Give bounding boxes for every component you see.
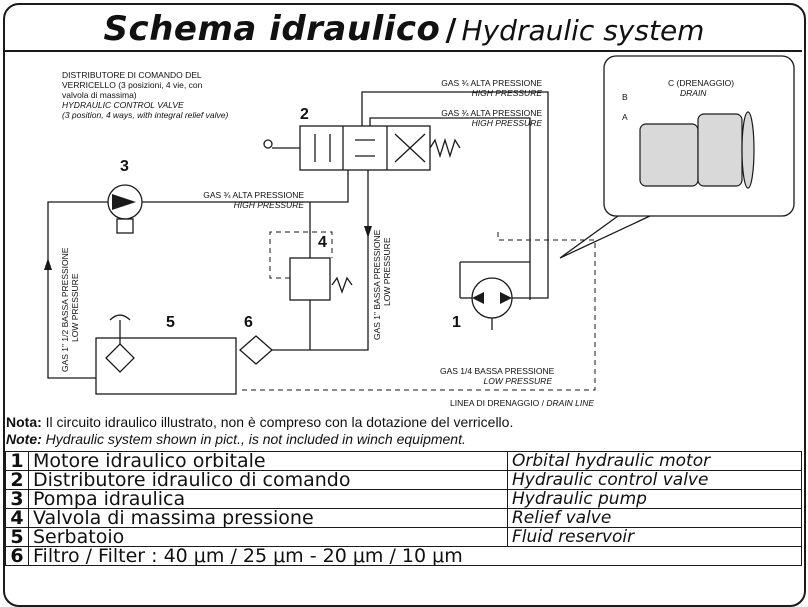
component-number-6: 6 xyxy=(244,314,253,331)
page-title: Schema idraulico / Hydraulic system xyxy=(0,12,808,46)
component-number-5: 5 xyxy=(166,314,175,331)
title-divider xyxy=(5,50,802,52)
legend-row: 3 Pompa idraulica Hydraulic pump xyxy=(5,489,802,509)
relief-valve-symbol xyxy=(289,257,331,301)
component-number-3: 3 xyxy=(120,158,129,175)
hydraulic-diagram xyxy=(44,55,795,395)
port-b-label: B xyxy=(622,92,628,102)
title-english: Hydraulic system xyxy=(461,14,705,47)
valve-caption: DISTRIBUTORE DI COMANDO DEL VERRICELLO (… xyxy=(62,70,229,120)
pump-line-label: GAS ¾ ALTA PRESSIONE HIGH PRESSURE xyxy=(203,190,304,210)
port-c-label: C (DRENAGGIO) DRAIN xyxy=(668,78,735,98)
reservoir-symbol xyxy=(95,337,237,395)
title-separator: / xyxy=(445,13,457,48)
component-number-4: 4 xyxy=(318,234,327,251)
drain-line-label: LINEA DI DRENAGGIO / DRAIN LINE xyxy=(450,398,595,408)
legend-row: 2 Distributore idraulico di comando Hydr… xyxy=(5,470,802,490)
title-italian: Schema idraulico xyxy=(103,9,441,49)
port-a-label: A xyxy=(622,112,628,122)
legend-row: 5 Serbatoio Fluid reservoir xyxy=(5,527,802,547)
legend-row: 4 Valvola di massima pressione Relief va… xyxy=(5,508,802,528)
suction-line-label: GAS 1" 1/2 BASSA PRESSIONE LOW PRESSURE xyxy=(60,247,80,372)
legend-row: 1 Motore idraulico orbitale Orbital hydr… xyxy=(5,451,802,471)
filter-symbol xyxy=(239,335,273,365)
line-b-label: GAS ¾ ALTA PRESSIONE HIGH PRESSURE xyxy=(441,108,542,128)
component-number-1: 1 xyxy=(452,314,461,331)
return-line-label: GAS 1" BASSA PRESSIONE LOW PRESSURE xyxy=(372,229,392,340)
legend-row: 6 Filtro / Filter : 40 μm / 25 μm - 20 μ… xyxy=(5,546,802,566)
component-number-2: 2 xyxy=(300,106,309,123)
note-english: Note: Hydraulic system shown in pict., i… xyxy=(6,431,466,447)
legend-table: 1 Motore idraulico orbitale Orbital hydr… xyxy=(5,451,802,566)
line-a-label: GAS ¾ ALTA PRESSIONE HIGH PRESSURE xyxy=(441,78,542,98)
note-italian: Nota: Il circuito idraulico illustrato, … xyxy=(6,414,514,430)
drain-low-label: GAS 1/4 BASSA PRESSIONE LOW PRESSURE xyxy=(440,366,555,386)
